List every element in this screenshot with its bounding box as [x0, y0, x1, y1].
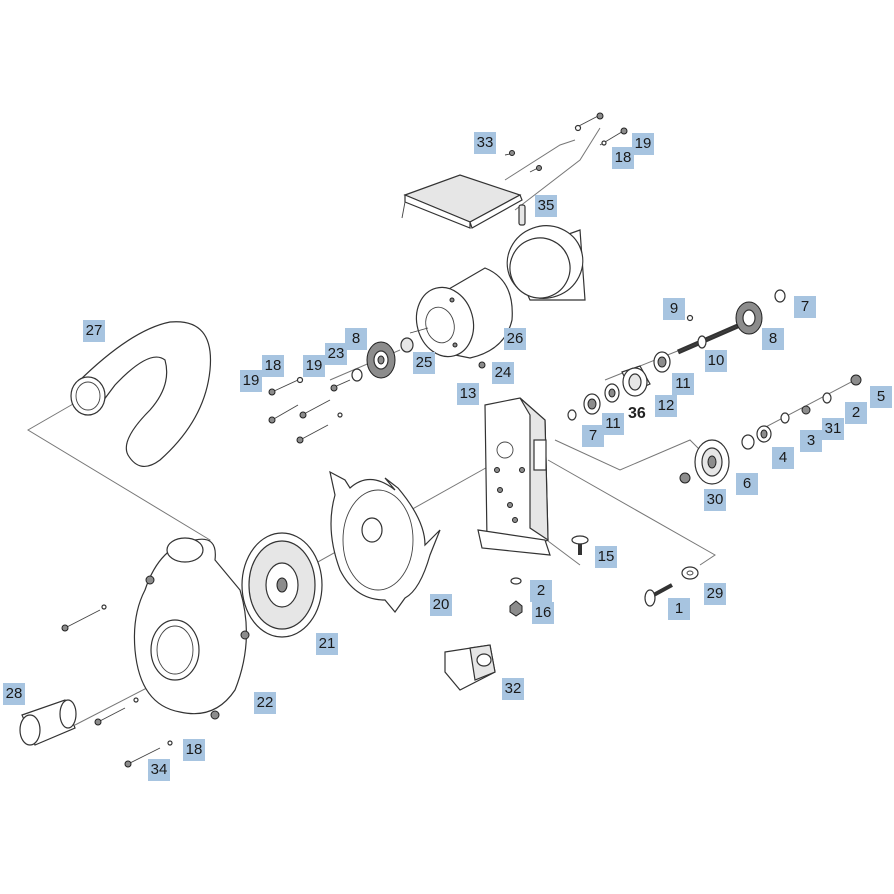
callout-10: 10	[705, 350, 727, 372]
fasteners-lower-center	[509, 535, 589, 617]
callout-11b: 11	[602, 413, 624, 435]
callout-31: 31	[822, 418, 844, 440]
callout-30: 30	[704, 489, 726, 511]
sleeve-28	[19, 699, 77, 746]
coupler-25	[400, 337, 414, 353]
callout-2b: 2	[530, 580, 552, 602]
top-screws	[504, 112, 628, 173]
mount-32	[444, 644, 496, 691]
callout-5: 5	[870, 386, 892, 408]
callout-3: 3	[800, 430, 822, 452]
callout-18c: 18	[183, 739, 205, 761]
callout-1: 1	[668, 598, 690, 620]
callout-34: 34	[148, 759, 170, 781]
callout-25: 25	[413, 352, 435, 374]
callout-18b: 18	[262, 355, 284, 377]
callout-24: 24	[492, 362, 514, 384]
cover-plate	[401, 174, 523, 229]
callout-2: 2	[845, 402, 867, 424]
bracket-13	[477, 397, 551, 556]
pulley-6	[679, 374, 862, 485]
backplate-20	[329, 470, 441, 613]
callout-19: 19	[632, 133, 654, 155]
callout-9: 9	[663, 298, 685, 320]
bolt-1	[644, 566, 699, 607]
callout-16: 16	[532, 602, 554, 624]
callout-28: 28	[3, 683, 25, 705]
callout-33: 33	[474, 132, 496, 154]
callout-20: 20	[430, 594, 452, 616]
drive-shaft-10	[677, 289, 786, 355]
hose-27	[70, 321, 212, 467]
housing-screws	[61, 604, 173, 768]
callout-6: 6	[736, 473, 758, 495]
callout-8: 8	[345, 328, 367, 350]
callout-29: 29	[704, 583, 726, 605]
callout-26: 26	[504, 328, 526, 350]
callout-7b: 7	[582, 425, 604, 447]
motor-sleeve	[506, 225, 586, 301]
left-screws	[268, 368, 363, 444]
callout-18: 18	[612, 147, 634, 169]
motor-26	[409, 267, 513, 359]
callout-21: 21	[316, 633, 338, 655]
callout-13: 13	[457, 383, 479, 405]
housing-22	[133, 537, 250, 720]
callout-12: 12	[655, 395, 677, 417]
callout-7: 7	[794, 296, 816, 318]
gear-8-left	[366, 341, 396, 379]
callout-4: 4	[772, 447, 794, 469]
pin-35	[518, 204, 526, 226]
callout-27: 27	[83, 320, 105, 342]
callout-35: 35	[535, 195, 557, 217]
callout-11: 11	[672, 373, 694, 395]
screw-24	[478, 361, 486, 369]
callout-23: 23	[325, 343, 347, 365]
callout-8b: 8	[762, 328, 784, 350]
bearings-group	[567, 351, 671, 421]
callout-15: 15	[595, 546, 617, 568]
callout-36: 36	[628, 405, 646, 422]
callout-19b: 19	[303, 355, 325, 377]
callout-22: 22	[254, 692, 276, 714]
impeller-21	[241, 532, 323, 638]
callout-32: 32	[502, 678, 524, 700]
callout-19c: 19	[240, 370, 262, 392]
